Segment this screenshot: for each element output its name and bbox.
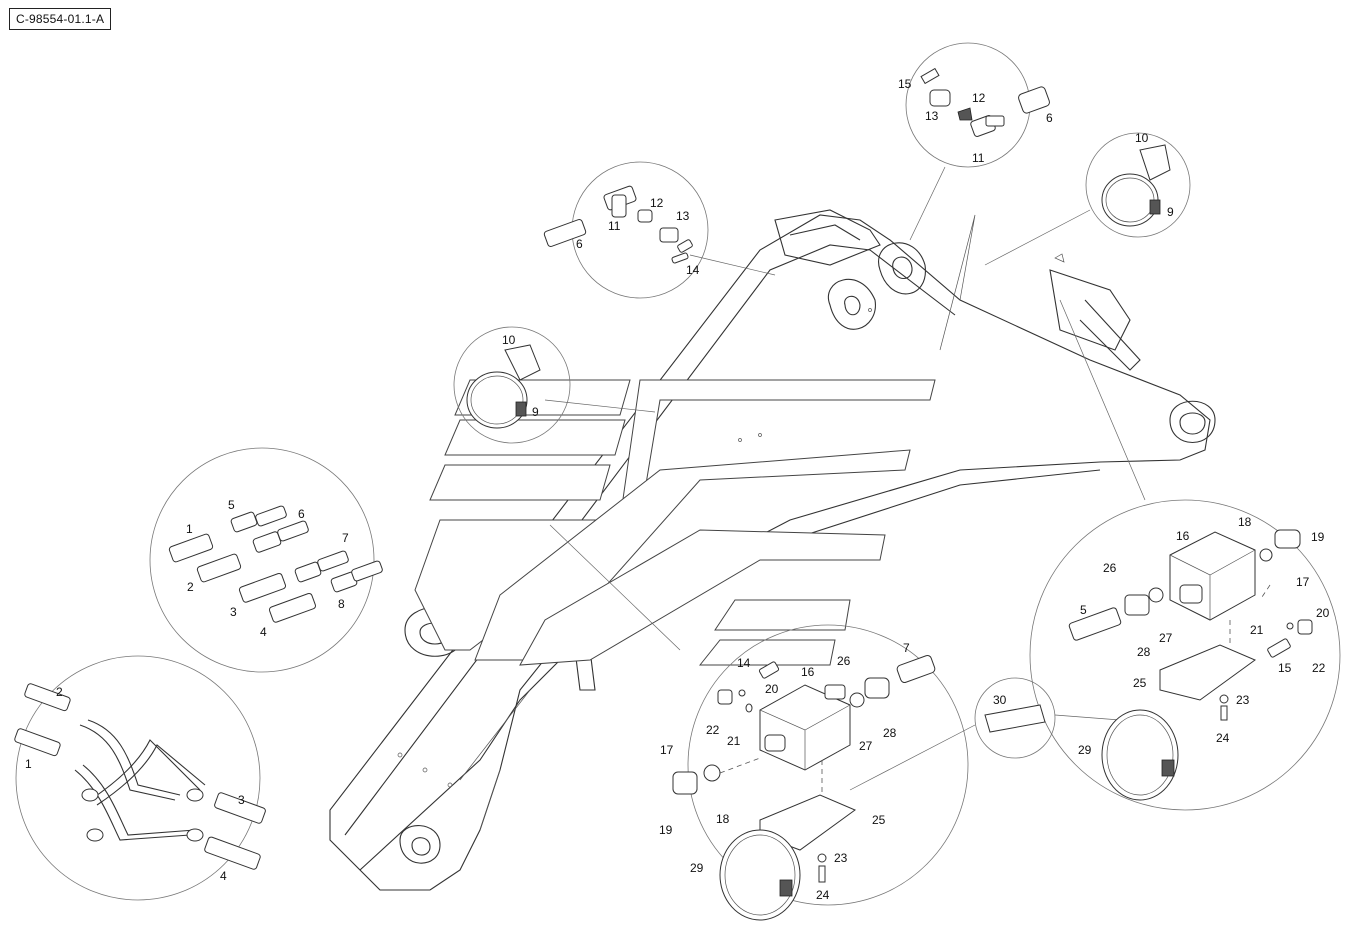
callout-24: 24 bbox=[1216, 731, 1230, 745]
callout-16: 16 bbox=[1176, 529, 1190, 543]
callout-25: 25 bbox=[872, 813, 886, 827]
callout-22: 22 bbox=[706, 723, 720, 737]
callout-12: 12 bbox=[972, 91, 986, 105]
callout-1: 1 bbox=[25, 757, 32, 771]
callout-10: 10 bbox=[502, 333, 516, 347]
callout-29: 29 bbox=[1078, 743, 1092, 757]
callout-18: 18 bbox=[1238, 515, 1252, 529]
callout-14: 14 bbox=[686, 263, 700, 277]
center-valve-assembly bbox=[672, 655, 936, 921]
callout-28: 28 bbox=[883, 726, 897, 740]
callout-25: 25 bbox=[1133, 676, 1147, 690]
callout-12: 12 bbox=[650, 196, 664, 210]
callout-23: 23 bbox=[1236, 693, 1250, 707]
top-center-fittings bbox=[920, 67, 1050, 137]
middle-left-fittings bbox=[168, 505, 383, 623]
callout-5: 5 bbox=[228, 498, 235, 512]
callout-20: 20 bbox=[765, 682, 779, 696]
callout-21: 21 bbox=[1250, 623, 1264, 637]
callout-1: 1 bbox=[186, 522, 193, 536]
callout-17: 17 bbox=[1296, 575, 1310, 589]
lower-left-pipe-assembly bbox=[14, 683, 266, 870]
callout-15: 15 bbox=[1278, 661, 1292, 675]
callout-2: 2 bbox=[56, 685, 63, 699]
callout-8: 8 bbox=[338, 597, 345, 611]
callout-5: 5 bbox=[1080, 603, 1087, 617]
callout-3: 3 bbox=[230, 605, 237, 619]
callout-19: 19 bbox=[659, 823, 673, 837]
callout-14: 14 bbox=[737, 656, 751, 670]
detail-leaders bbox=[544, 166, 1146, 791]
spacer-block bbox=[984, 704, 1046, 733]
callout-26: 26 bbox=[1103, 561, 1117, 575]
callout-4: 4 bbox=[260, 625, 267, 639]
callout-10: 10 bbox=[1135, 131, 1149, 145]
callout-17: 17 bbox=[660, 743, 674, 757]
callout-30: 30 bbox=[993, 693, 1007, 707]
callout-20: 20 bbox=[1316, 606, 1330, 620]
callout-3: 3 bbox=[238, 793, 245, 807]
callout-19: 19 bbox=[1311, 530, 1325, 544]
detail-circles bbox=[15, 42, 1341, 906]
callout-28: 28 bbox=[1137, 645, 1151, 659]
callout-15: 15 bbox=[898, 77, 912, 91]
upper-left-fittings bbox=[543, 185, 693, 264]
callout-13: 13 bbox=[676, 209, 690, 223]
callout-6: 6 bbox=[298, 507, 305, 521]
callout-18: 18 bbox=[716, 812, 730, 826]
callout-6: 6 bbox=[576, 237, 583, 251]
callout-29: 29 bbox=[690, 861, 704, 875]
callout-23: 23 bbox=[834, 851, 848, 865]
callout-11: 11 bbox=[972, 151, 985, 165]
callout-21: 21 bbox=[727, 734, 741, 748]
document-id-label: C-98554-01.1-A bbox=[9, 8, 112, 30]
callout-2: 2 bbox=[187, 580, 194, 594]
callout-26: 26 bbox=[837, 654, 851, 668]
callout-7: 7 bbox=[903, 641, 910, 655]
callout-4: 4 bbox=[220, 869, 227, 883]
callout-labels: 15 12 13 11 6 10 9 12 13 11 6 14 10 9 5 … bbox=[25, 77, 1330, 902]
callout-11: 11 bbox=[608, 219, 621, 233]
callout-24: 24 bbox=[816, 888, 830, 902]
hose-clamps-upper bbox=[466, 144, 1171, 429]
callout-16: 16 bbox=[801, 665, 815, 679]
callout-27: 27 bbox=[1159, 631, 1173, 645]
callout-9: 9 bbox=[1167, 205, 1174, 219]
callout-9: 9 bbox=[532, 405, 539, 419]
callout-22: 22 bbox=[1312, 661, 1326, 675]
callout-6: 6 bbox=[1046, 111, 1053, 125]
callout-27: 27 bbox=[859, 739, 873, 753]
right-valve-assembly bbox=[1068, 529, 1313, 801]
callout-7: 7 bbox=[342, 531, 349, 545]
callout-13: 13 bbox=[925, 109, 939, 123]
